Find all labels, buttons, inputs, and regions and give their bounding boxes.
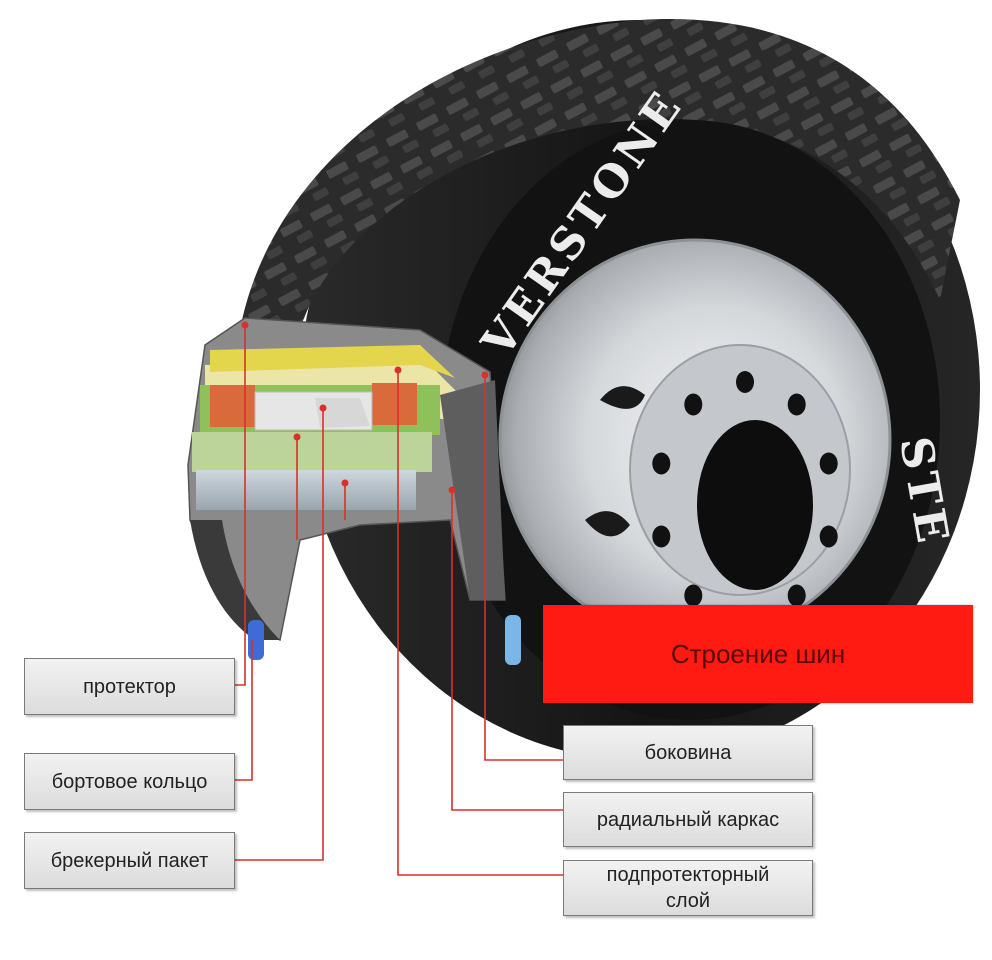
label-tread: протектор	[24, 658, 235, 715]
label-radial-carcass: радиальный каркас	[563, 792, 813, 847]
label-sidewall: боковина	[563, 725, 813, 780]
diagram-title: Строение шин	[543, 605, 973, 703]
radial-carcass-section	[196, 470, 416, 510]
bolt-hole	[736, 371, 754, 393]
bolt-hole	[652, 452, 671, 475]
leader-dots	[241, 321, 489, 494]
leader-line-breaker-package	[235, 408, 324, 861]
label-bead-ring: бортовое кольцо	[24, 753, 235, 810]
bead-ring-right	[505, 615, 521, 665]
bead-ring-left	[248, 620, 264, 660]
bolt-hole	[787, 393, 806, 416]
tire-cutaway	[187, 317, 521, 665]
bolt-hole	[684, 393, 703, 416]
hub-hole	[697, 420, 813, 590]
bolt-hole	[819, 452, 838, 475]
bolt-hole	[819, 525, 838, 548]
bolt-hole	[652, 525, 671, 548]
leader-line-sidewall	[484, 375, 563, 761]
wheel-rim	[498, 238, 892, 642]
leader-line-radial-carcass	[451, 490, 563, 811]
leader-line-undertread	[397, 370, 563, 876]
tread-pattern	[240, 19, 960, 330]
leader-lines	[235, 325, 563, 876]
label-undertread-layer: подпротекторный слой	[563, 860, 813, 916]
bolt-hole	[787, 584, 806, 607]
label-breaker-package: брекерный пакет	[24, 832, 235, 889]
leader-line-tread	[235, 325, 246, 686]
leader-line-bead-ring	[235, 640, 253, 781]
bolt-hole	[684, 584, 703, 607]
